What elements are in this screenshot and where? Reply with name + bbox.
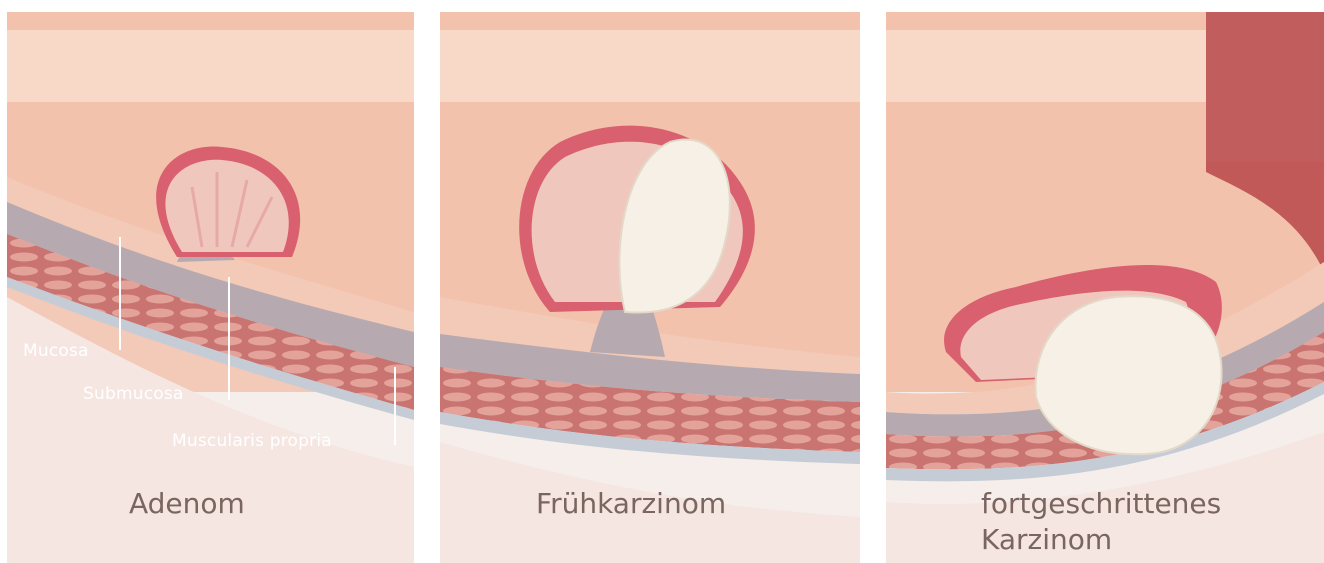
adenoma-illustration <box>7 12 414 563</box>
arrow-band <box>7 30 414 102</box>
advanced-carcinoma-tumor <box>1036 296 1222 454</box>
panel-adenom: Mucosa Submucosa Muscularis propria Aden… <box>7 12 414 563</box>
muscularis-label: Muscularis propria <box>172 431 332 451</box>
mucosa-label: Mucosa <box>23 341 89 361</box>
panel-fruehkarzinom: Frühkarzinom <box>440 12 860 563</box>
advanced-carcinoma-illustration <box>886 12 1324 563</box>
stage-label-fortgeschrittenes: fortgeschrittenes <box>981 486 1221 522</box>
early-carcinoma-illustration <box>440 12 860 563</box>
stage-label-fruehkarzinom: Frühkarzinom <box>536 486 726 522</box>
stage-label-karzinom: Karzinom <box>981 522 1112 558</box>
submucosa-label: Submucosa <box>83 384 184 404</box>
stage-label-adenom: Adenom <box>129 486 245 522</box>
panel-fortgeschrittenes-karzinom: fortgeschrittenes Karzinom <box>886 12 1324 563</box>
arrow-band <box>440 30 860 102</box>
